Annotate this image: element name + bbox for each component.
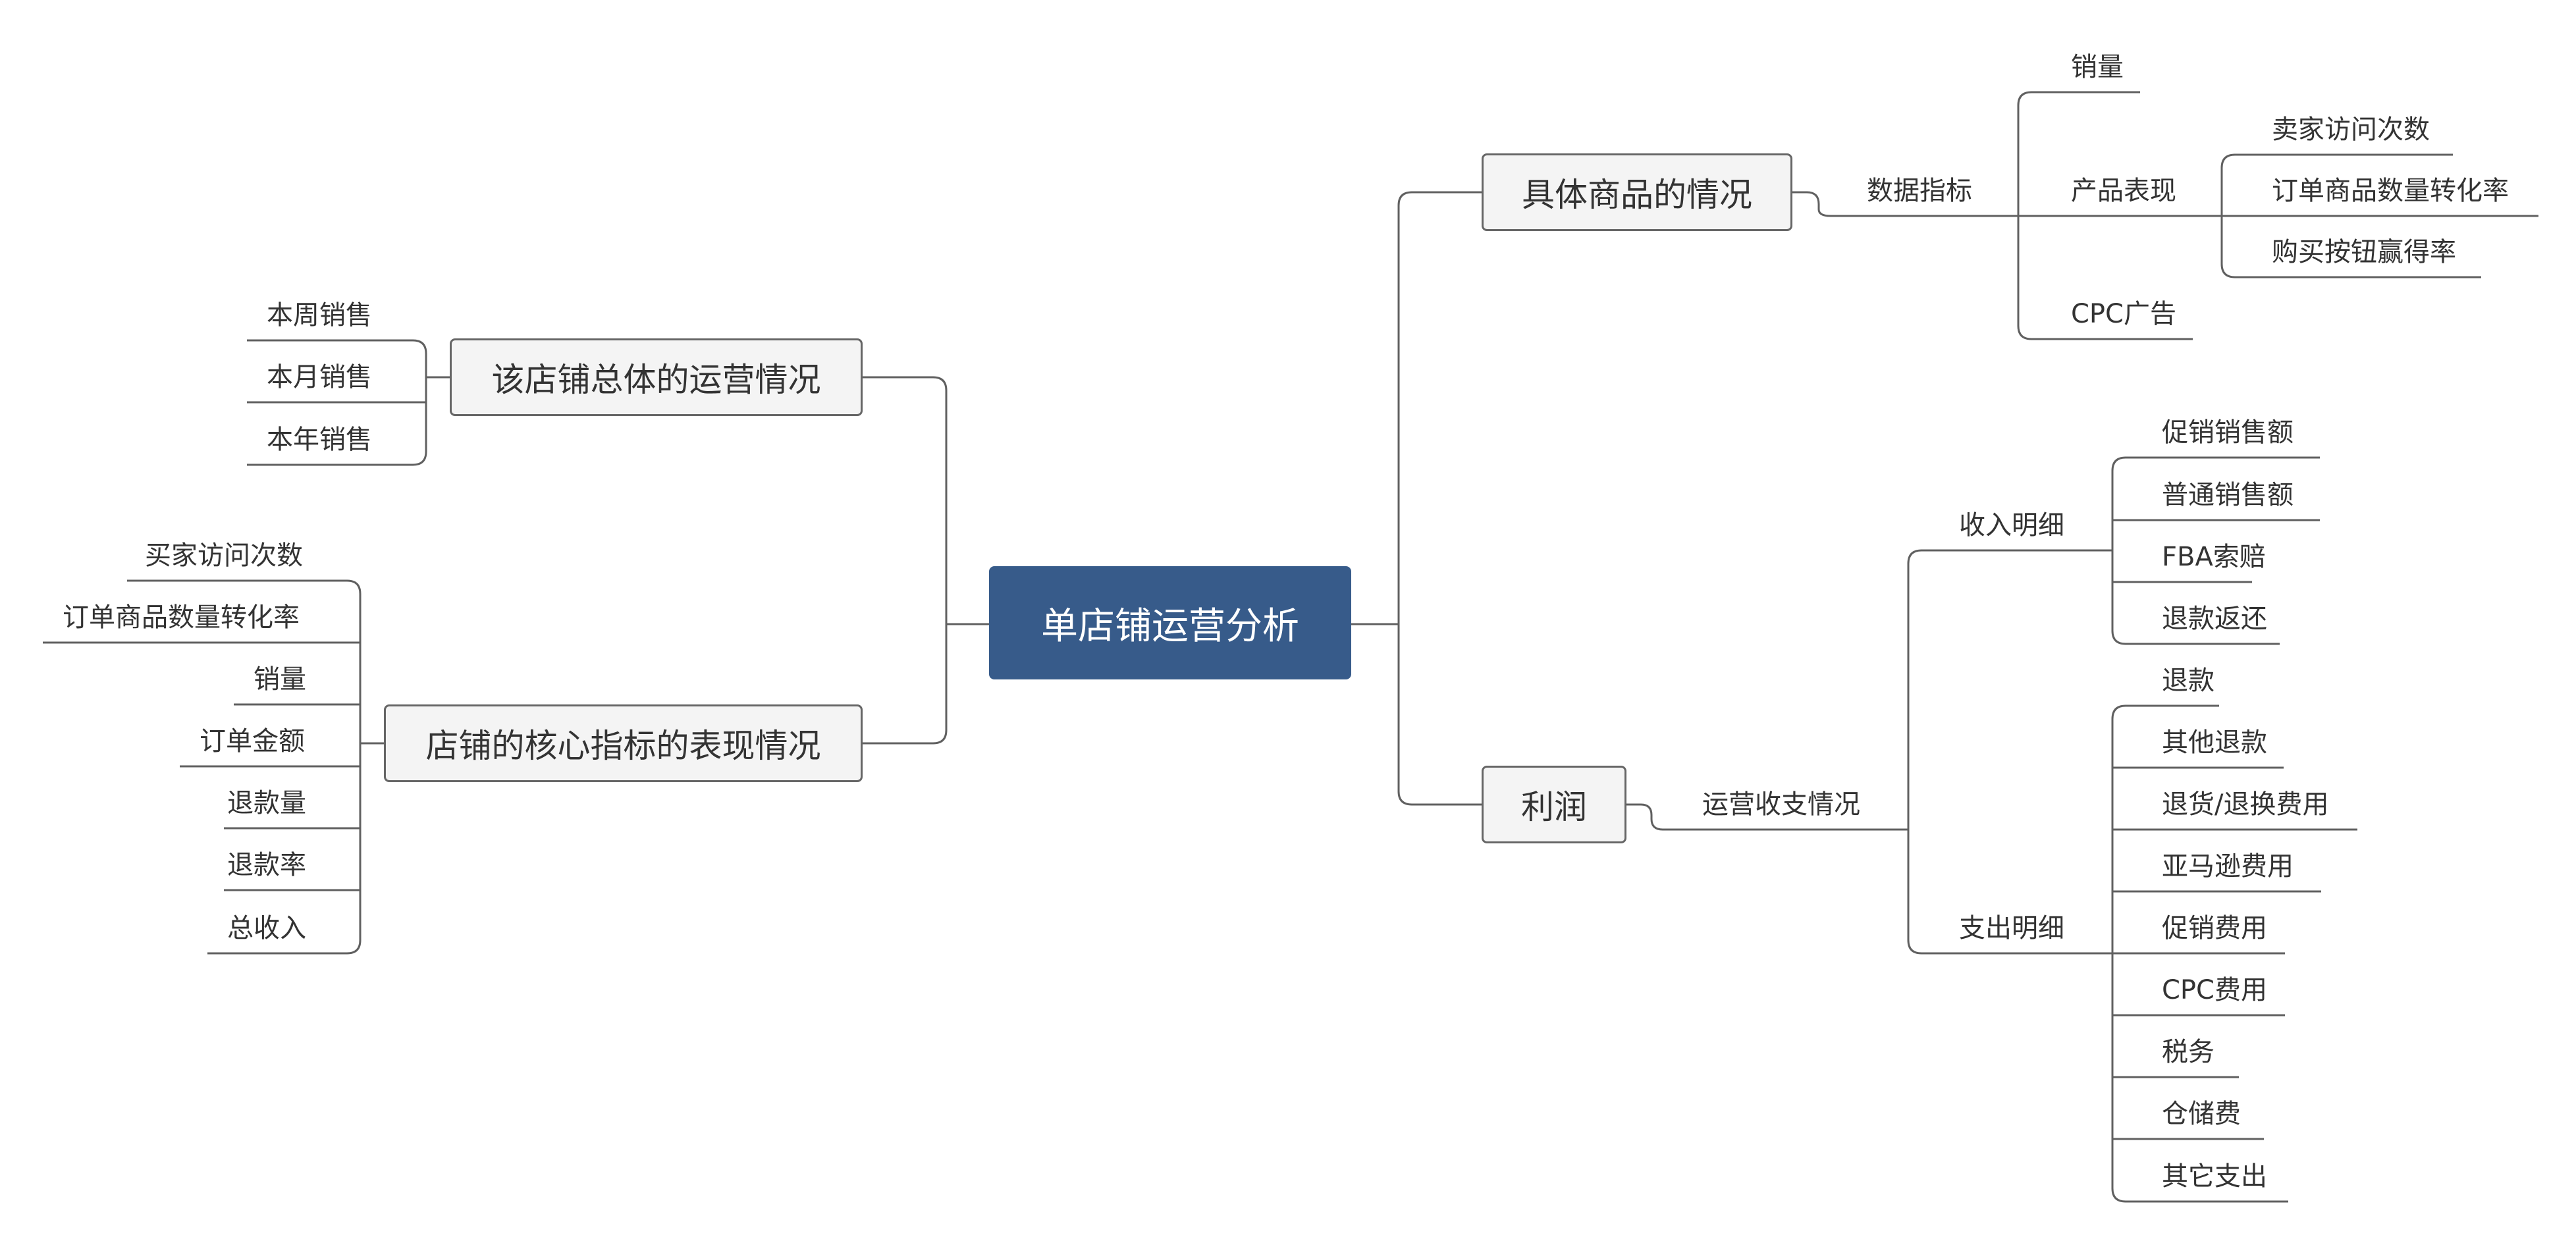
label-income-details[interactable]: 收入明细 <box>1959 510 2064 541</box>
label-order-conversion-rate-left[interactable]: 订单商品数量转化率 <box>63 602 300 633</box>
label-order-amount[interactable]: 订单金额 <box>200 726 305 756</box>
label-data-metrics[interactable]: 数据指标 <box>1867 176 1972 206</box>
label-total-income[interactable]: 总收入 <box>227 913 306 943</box>
label-cpc-fees[interactable]: CPC费用 <box>2162 975 2267 1005</box>
label-buy-box-win-rate[interactable]: 购买按钮赢得率 <box>2272 237 2456 267</box>
label-promo-sales[interactable]: 促销销售额 <box>2162 417 2294 448</box>
label-regular-sales[interactable]: 普通销售额 <box>2162 480 2294 510</box>
root-node[interactable]: 单店铺运营分析 <box>989 566 1351 679</box>
label-fba-claims[interactable]: FBA索赔 <box>2162 542 2266 572</box>
label-storage-fees[interactable]: 仓储费 <box>2162 1099 2241 1129</box>
label-refund[interactable]: 退款 <box>2162 666 2214 696</box>
label-refund-return[interactable]: 退款返还 <box>2162 604 2267 634</box>
label-seller-visits[interactable]: 卖家访问次数 <box>2272 115 2430 145</box>
node-store-core-metrics[interactable]: 店铺的核心指标的表现情况 <box>384 704 863 782</box>
node-profit[interactable]: 利润 <box>1482 766 1626 843</box>
label-sales[interactable]: 销量 <box>2071 52 2124 82</box>
label-weekly-sales[interactable]: 本周销售 <box>267 300 372 331</box>
label-refund-count[interactable]: 退款量 <box>227 788 306 818</box>
label-expense-details[interactable]: 支出明细 <box>1959 913 2064 943</box>
label-buyer-visits[interactable]: 买家访问次数 <box>145 541 303 571</box>
label-operating-income-expense[interactable]: 运营收支情况 <box>1702 789 1860 820</box>
label-other-expenses[interactable]: 其它支出 <box>2162 1161 2267 1192</box>
label-yearly-sales[interactable]: 本年销售 <box>267 425 372 455</box>
label-cpc-ads[interactable]: CPC广告 <box>2071 299 2176 329</box>
label-taxes[interactable]: 税务 <box>2162 1037 2214 1067</box>
label-refund-rate[interactable]: 退款率 <box>227 850 306 880</box>
label-amazon-fees[interactable]: 亚马逊费用 <box>2162 851 2294 882</box>
label-other-refunds[interactable]: 其他退款 <box>2162 727 2267 758</box>
label-monthly-sales[interactable]: 本月销售 <box>267 362 372 392</box>
label-sales-volume[interactable]: 销量 <box>254 664 306 695</box>
label-product-performance[interactable]: 产品表现 <box>2071 176 2176 206</box>
label-order-conversion-rate[interactable]: 订单商品数量转化率 <box>2272 176 2509 206</box>
node-store-overall-operations[interactable]: 该店铺总体的运营情况 <box>450 338 863 416</box>
label-promo-fees[interactable]: 促销费用 <box>2162 913 2267 943</box>
label-return-exchange-fees[interactable]: 退货/退换费用 <box>2162 789 2329 820</box>
node-product-situation[interactable]: 具体商品的情况 <box>1482 153 1792 231</box>
